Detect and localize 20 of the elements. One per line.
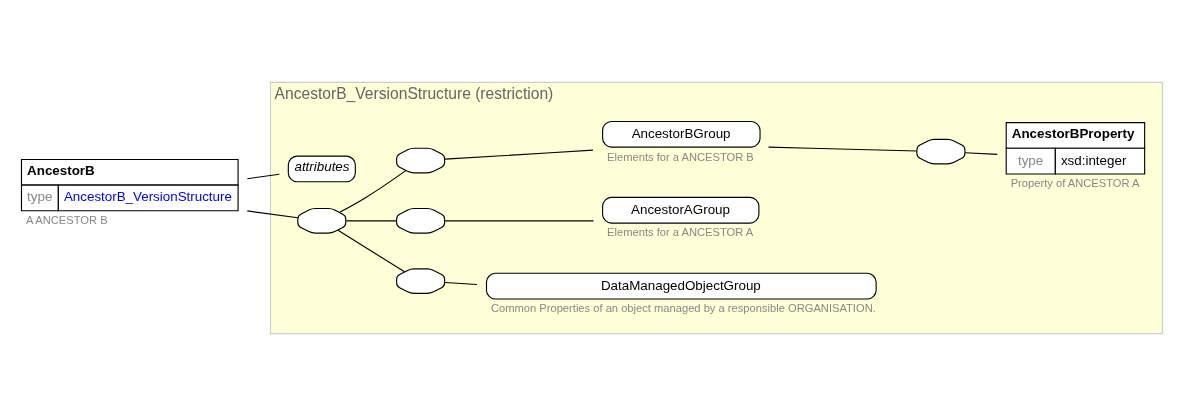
node-octagon <box>396 147 446 173</box>
node-label: Elements for a ANCESTOR B <box>607 150 754 163</box>
node-label: Elements for a ANCESTOR A <box>607 225 754 238</box>
connector <box>767 146 918 152</box>
connector <box>246 173 280 179</box>
connector <box>345 219 397 221</box>
node-octagon <box>396 207 446 234</box>
node-octagon <box>297 207 347 234</box>
connector <box>444 281 478 285</box>
node-label: Property of ANCESTOR A <box>1010 176 1140 189</box>
connector <box>246 209 299 218</box>
node-octagon <box>396 267 446 294</box>
connector <box>444 219 595 221</box>
connector <box>444 149 594 160</box>
connector <box>339 169 407 213</box>
node-label: A ANCESTOR B <box>25 213 108 226</box>
connector <box>964 151 998 155</box>
node-octagon <box>916 138 966 164</box>
connector <box>337 229 406 272</box>
node-label: Common Properties of an object managed by a responsible ORGANISATION. <box>490 301 876 314</box>
